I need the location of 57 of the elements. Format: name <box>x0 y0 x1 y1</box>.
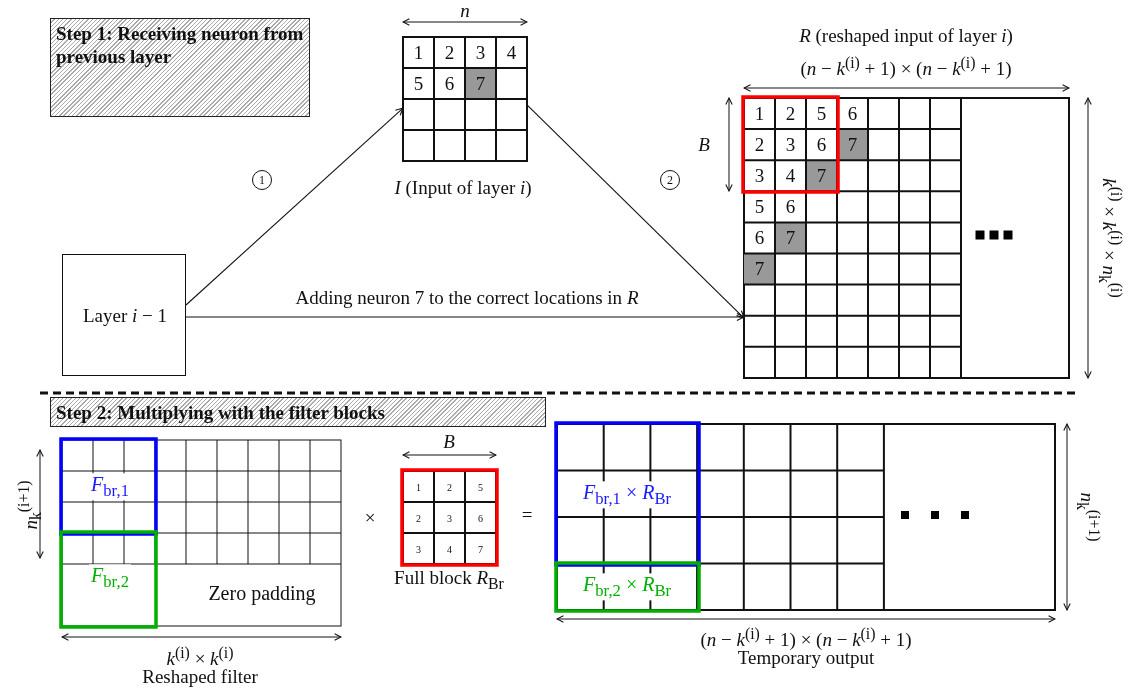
matrix-caption: (n − k$^{(i)}$ + 1) × (n − k$^{(i)}$ + 1) <box>700 624 912 651</box>
matrix-cell: 5 <box>478 481 483 492</box>
matrix-cell: 6 <box>816 134 827 156</box>
matrix-cell: 7 <box>475 73 486 94</box>
matrix-cell: 3 <box>416 543 421 554</box>
matrix-cell: 6 <box>444 73 455 94</box>
matrix-cell: 7 <box>754 258 765 280</box>
matrix-cell: 6 <box>847 103 858 124</box>
matrix-cell: 2 <box>447 481 452 492</box>
matrix-cell: 2 <box>444 42 455 63</box>
block-label: F$_{br,2}$ × R$_{Br}$ <box>580 573 674 601</box>
arrow <box>185 107 404 306</box>
matrix-cell: 2 <box>754 134 765 156</box>
matrix-cell: 3 <box>447 512 452 523</box>
edge-label: Adding neuron 7 to the correct locations in R <box>295 287 639 309</box>
matrix-cell: 2 <box>785 103 796 124</box>
layer-label: Layer i − 1 <box>82 305 168 327</box>
matrix-cell: 6 <box>754 227 765 249</box>
matrix-cell: 4 <box>785 165 796 187</box>
matrix-cell: 3 <box>754 165 765 187</box>
matrix-cell: 5 <box>754 196 765 218</box>
matrix-cell: 4 <box>447 543 452 554</box>
matrix-cell: 7 <box>816 165 827 187</box>
matrix-caption: R (reshaped input of layer i) <box>799 25 1013 47</box>
step-banner <box>50 18 310 117</box>
block-label: F$_{br,1}$ × R$_{Br}$ <box>580 481 674 509</box>
dimension-label: = <box>521 504 533 526</box>
block-label: F$_{br,2}$ <box>89 564 131 592</box>
dimension-label: n <box>460 0 470 22</box>
matrix-cell: 7 <box>478 543 483 554</box>
matrix-cell: 4 <box>506 42 517 63</box>
matrix-cell: 1 <box>413 42 424 63</box>
matrix-cell: 3 <box>785 134 796 156</box>
matrix-cell: 6 <box>785 196 796 218</box>
step-number: 1 <box>252 170 272 190</box>
matrix-cell: 1 <box>416 481 421 492</box>
layer-box <box>62 254 186 376</box>
matrix-caption: I (Input of layer i) <box>394 177 532 199</box>
matrix-cell: 6 <box>478 512 483 523</box>
matrix-cell: 7 <box>785 227 796 249</box>
step-heading: Step 2: Multiplying with the filter blocks <box>56 402 386 425</box>
arrow <box>185 312 745 322</box>
step-number: 2 <box>660 170 680 190</box>
block-label: F$_{br,1}$ <box>89 473 131 501</box>
matrix-cell: 3 <box>475 42 486 63</box>
dimension-label: B <box>698 134 710 156</box>
dimension-label: (n − k$^{(i)}$ + 1) × (n − k$^{(i)}$ + 1) <box>800 53 1012 81</box>
matrix-cell: 5 <box>413 73 424 94</box>
step-banner <box>50 397 546 427</box>
step-heading: Step 1: Receiving neuron from previous layer <box>56 23 305 69</box>
matrix-cell: 2 <box>416 512 421 523</box>
matrix-cell: 5 <box>816 103 827 124</box>
matrix-caption: Full block R$_{Br}$ <box>394 567 504 593</box>
matrix-cell: 1 <box>754 103 765 124</box>
dimension-label: B <box>443 431 455 453</box>
matrix-cell: 7 <box>847 134 858 156</box>
dimension-label: × <box>364 507 376 529</box>
